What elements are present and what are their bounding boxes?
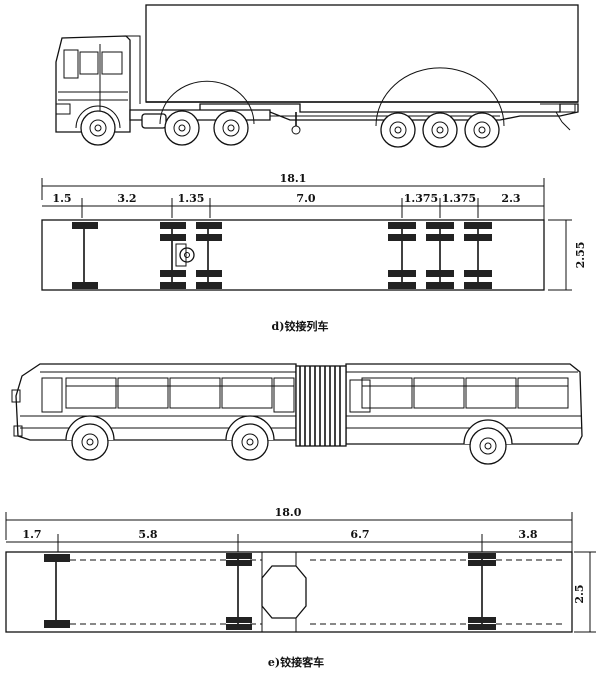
- bus-seg-2: 5.8: [138, 528, 157, 541]
- truck-seg-4: 7.0: [296, 192, 315, 205]
- truck-seg-7: 2.3: [501, 192, 520, 205]
- bus-seg-1: 1.7: [22, 528, 41, 541]
- truck-caption: d)铰接列车: [272, 319, 329, 333]
- truck-wheels: [80, 110, 500, 148]
- truck-seg-2: 3.2: [117, 192, 136, 205]
- bus-dimension-lines: [5, 512, 596, 633]
- articulated-bus-side-view: [11, 363, 583, 465]
- bus-seg-3: 6.7: [350, 528, 369, 541]
- bus-caption: e)铰接客车: [268, 655, 324, 669]
- bus-plan-view: [5, 551, 573, 633]
- truck-seg-3: 1.35: [178, 192, 205, 205]
- bus-width: 2.5: [573, 584, 586, 603]
- truck-width: 2.55: [574, 242, 587, 269]
- truck-seg-1: 1.5: [52, 192, 71, 205]
- truck-plan-view: [41, 219, 545, 291]
- truck-total-length: 18.1: [280, 172, 307, 185]
- truck-seg-6: 1.375: [442, 192, 476, 205]
- truck-seg-5: 1.375: [404, 192, 438, 205]
- truck-dimension-lines: [41, 178, 572, 291]
- bus-total-length: 18.0: [275, 506, 302, 519]
- articulated-truck-side-view: [55, 4, 579, 148]
- bus-bellows: [299, 366, 341, 446]
- bus-seg-4: 3.8: [518, 528, 537, 541]
